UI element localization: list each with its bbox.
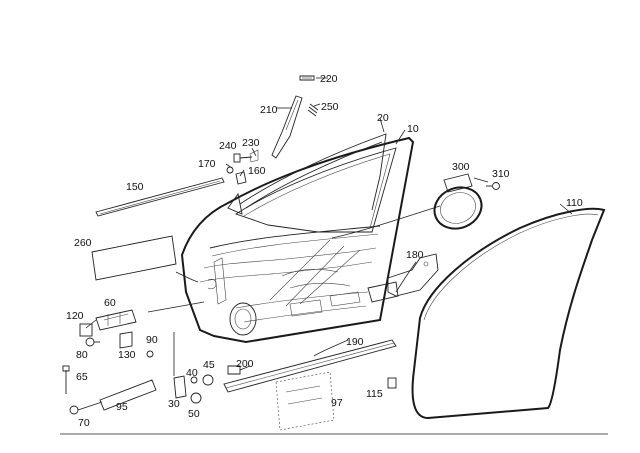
label-110: 110 — [566, 197, 583, 209]
sealing-panel-97 — [275, 371, 335, 431]
label-300: 300 — [452, 161, 470, 173]
label-310: 310 — [492, 168, 510, 180]
label-60: 60 — [104, 297, 116, 309]
label-160: 160 — [248, 165, 266, 177]
clip-160 — [235, 171, 247, 185]
label-10: 10 — [407, 123, 419, 135]
label-20: 20 — [377, 112, 389, 124]
label-260: 260 — [74, 237, 92, 249]
pillar-trim-210 — [271, 95, 303, 159]
bolt-65 — [62, 365, 70, 394]
watershield-260 — [91, 235, 177, 281]
label-250: 250 — [321, 101, 339, 113]
fuel-flap-300 — [433, 173, 483, 230]
label-190: 190 — [346, 336, 364, 348]
label-240: 240 — [219, 140, 237, 152]
clip-170 — [226, 166, 234, 174]
label-70: 70 — [78, 417, 90, 429]
door-seal-110 — [411, 207, 606, 420]
trim-strip-190 — [223, 339, 397, 393]
screw-240 — [233, 153, 253, 163]
label-95: 95 — [116, 401, 128, 413]
gas-strut-95 — [69, 379, 157, 415]
label-120: 120 — [66, 310, 84, 322]
label-97: 97 — [331, 397, 343, 409]
label-150: 150 — [126, 181, 144, 193]
label-115: 115 — [366, 388, 383, 400]
lock-block-120 — [79, 323, 93, 337]
clip-220 — [299, 75, 315, 81]
label-130: 130 — [118, 349, 136, 361]
label-220: 220 — [320, 73, 338, 85]
label-200: 200 — [236, 358, 254, 370]
door-shell — [180, 136, 415, 344]
label-40: 40 — [186, 367, 198, 379]
mirror-triangle-230 — [227, 149, 259, 215]
label-80: 80 — [76, 349, 88, 361]
screw-80 — [85, 337, 100, 347]
label-180: 180 — [406, 249, 424, 261]
label-30: 30 — [168, 398, 180, 410]
label-65: 65 — [76, 371, 88, 383]
bumper-310 — [486, 182, 500, 190]
door-handle-60 — [95, 309, 137, 331]
screw-90 — [146, 350, 154, 358]
spring-clip-250 — [307, 103, 319, 117]
label-50: 50 — [188, 408, 200, 420]
window-channel-20 — [239, 133, 387, 211]
hinge-parts — [173, 365, 241, 404]
part-labels: 10 20 30 40 45 50 60 65 70 80 90 95 97 1… — [66, 73, 583, 429]
label-90: 90 — [146, 334, 158, 346]
leader-lines — [60, 77, 608, 435]
label-170: 170 — [198, 158, 216, 170]
label-230: 230 — [242, 137, 260, 149]
bracket-180 — [387, 253, 439, 297]
weatherstrip-150 — [95, 177, 225, 217]
label-210: 210 — [260, 104, 278, 116]
clip-130 — [119, 331, 133, 349]
label-45: 45 — [203, 359, 215, 371]
clip-115 — [387, 377, 397, 389]
